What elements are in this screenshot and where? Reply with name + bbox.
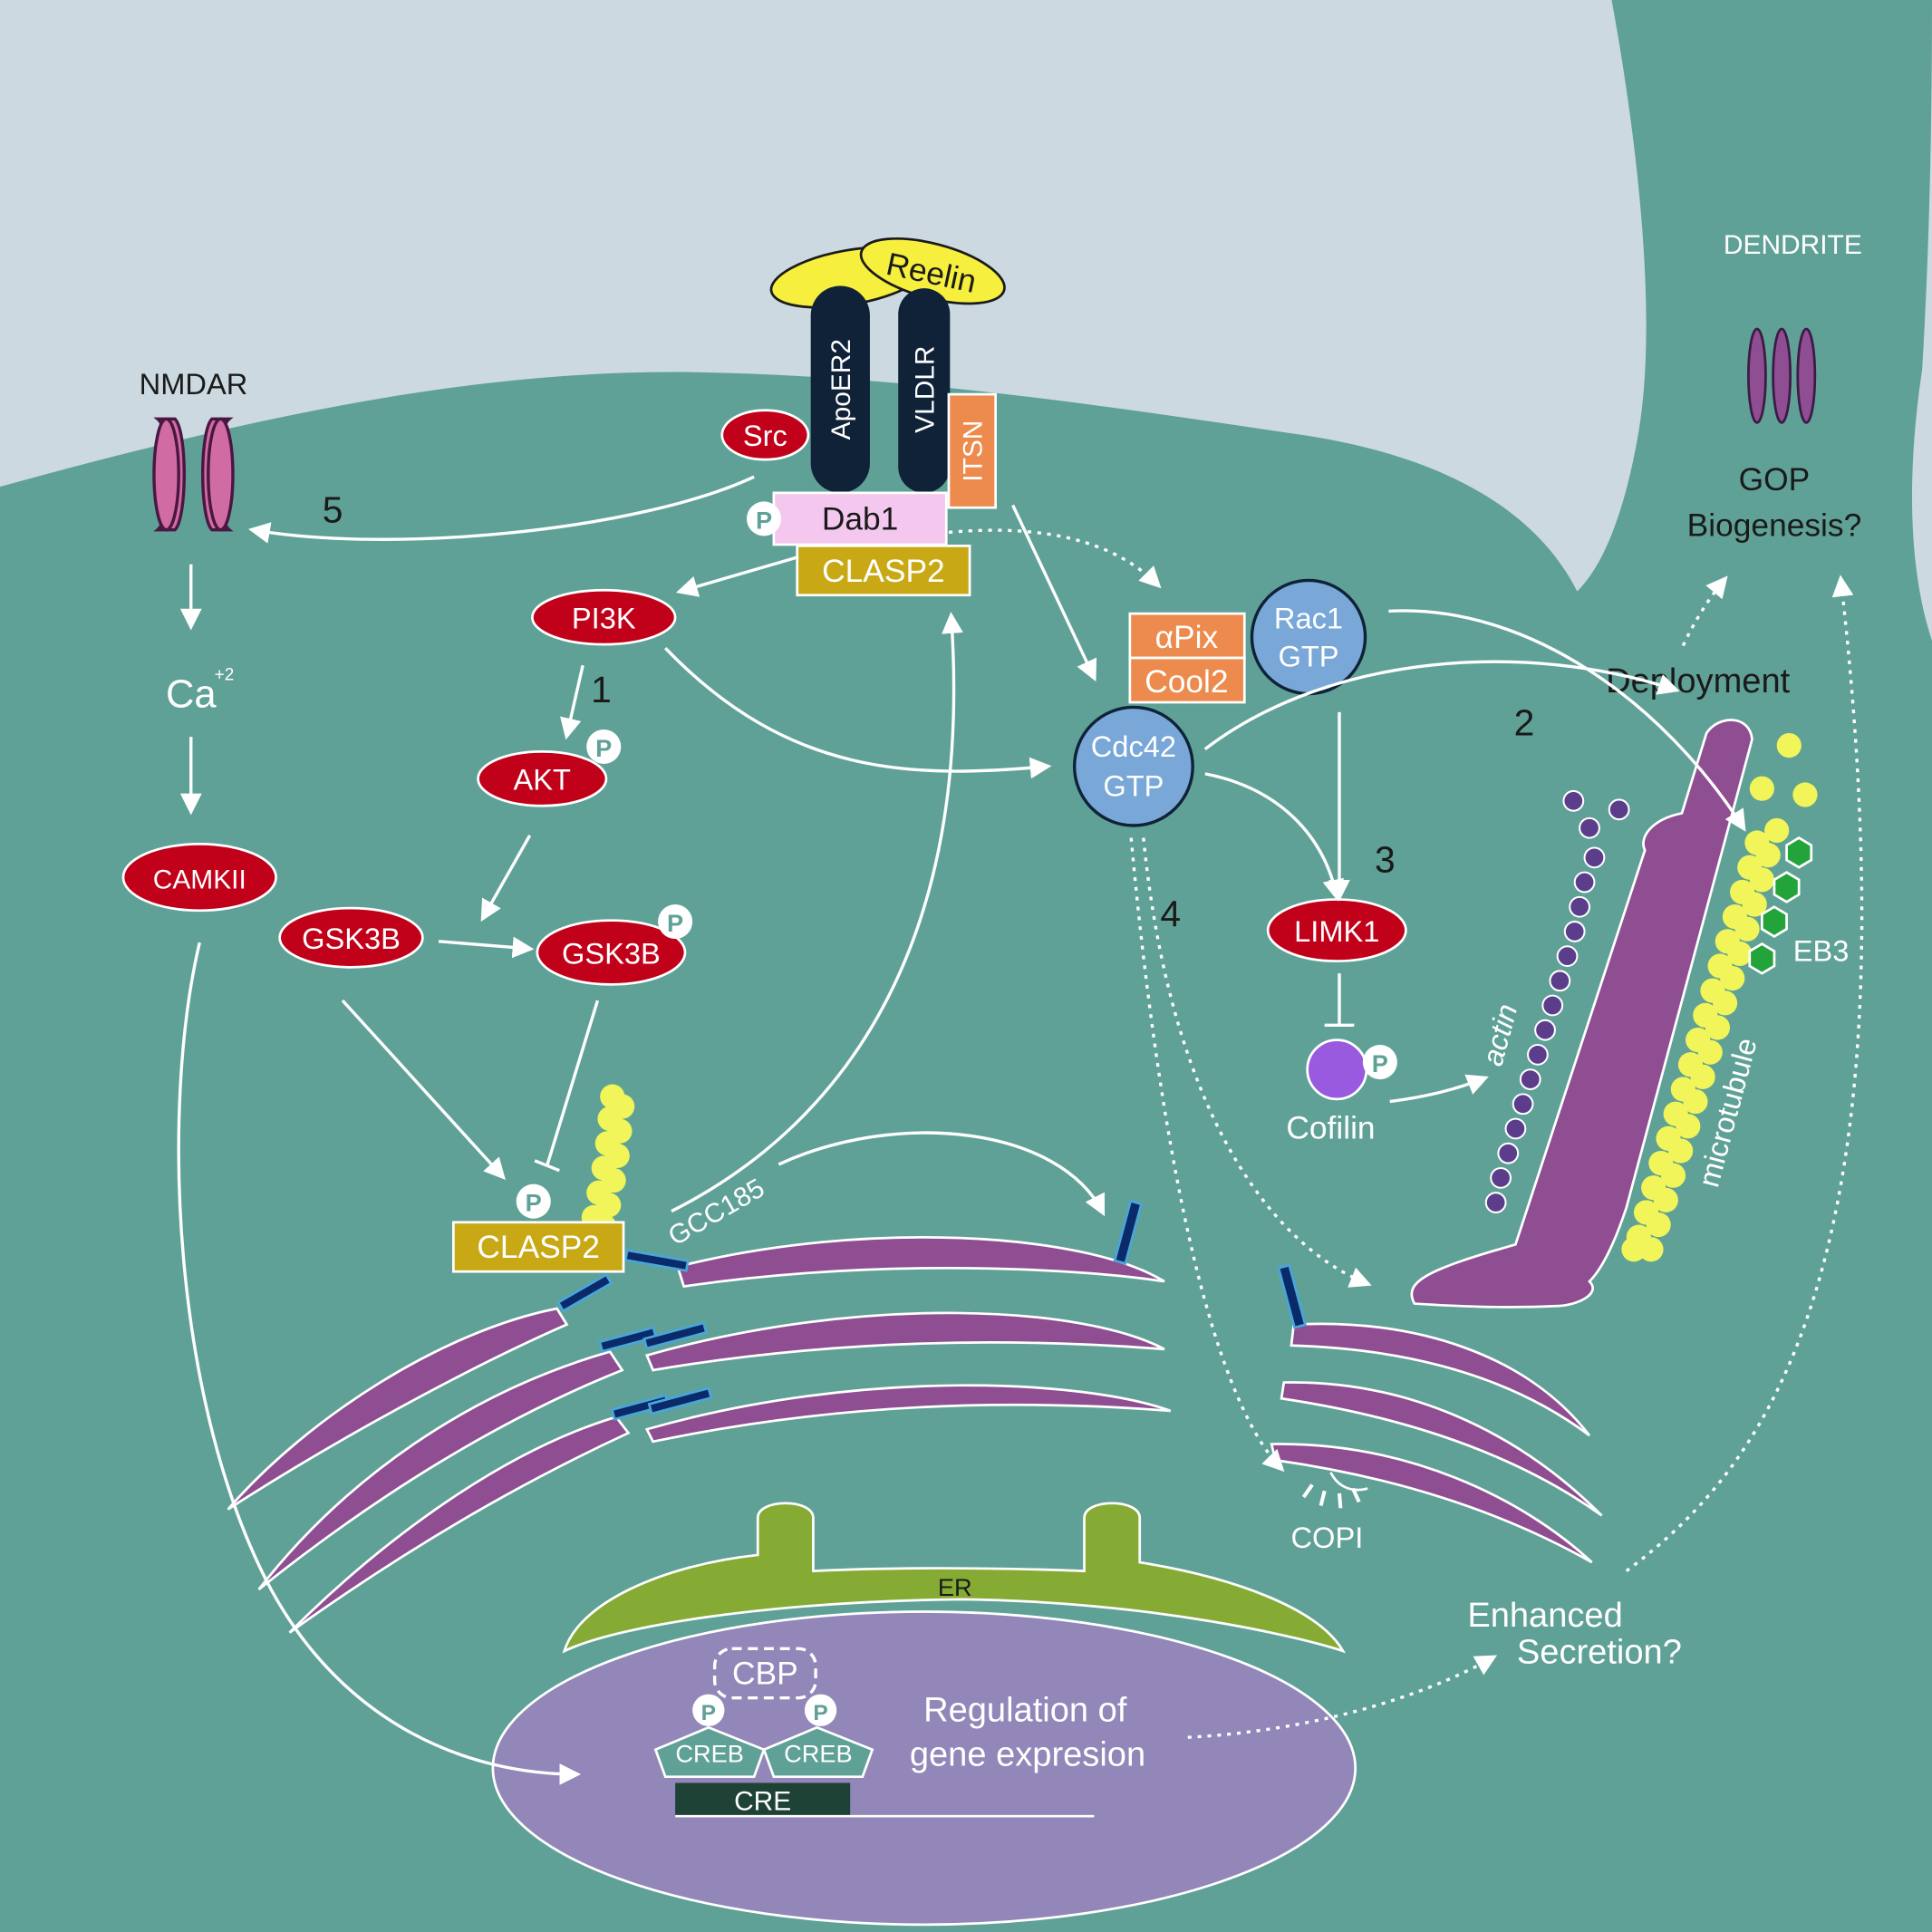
calcium-label: Ca xyxy=(166,672,217,716)
golgi-outpost xyxy=(1410,719,1753,1309)
cool2-label: Cool2 xyxy=(1145,664,1228,700)
gsk3b-label-1: GSK3B xyxy=(302,922,401,955)
cofilin-phospho-label: P xyxy=(1372,1049,1388,1077)
pi3k-label: PI3K xyxy=(572,601,636,634)
akt-protein xyxy=(477,750,608,807)
clasp2-top-box xyxy=(796,544,971,597)
pi3k-protein xyxy=(531,588,677,646)
creb-2-phospho-icon xyxy=(804,1694,837,1726)
dotted-arrows xyxy=(948,528,1864,1739)
dendrite-edge-right xyxy=(1911,0,1932,642)
camkii-protein xyxy=(121,843,277,913)
itsn-box xyxy=(947,392,997,509)
clasp2-phospho-label: P xyxy=(526,1189,542,1217)
actin-filament xyxy=(1484,789,1630,1213)
regulation-label-line1: Regulation of xyxy=(923,1691,1127,1729)
copi-label: COPI xyxy=(1291,1521,1364,1554)
cre-box xyxy=(675,1782,851,1818)
er-label: ER xyxy=(938,1573,972,1601)
copi-coat-icon xyxy=(1301,1483,1361,1509)
clasp2-bottom-label: CLASP2 xyxy=(477,1230,600,1265)
rac1-label-line1: Rac1 xyxy=(1274,601,1343,634)
akt-phospho-label: P xyxy=(595,734,612,762)
creb-1-phospho-icon xyxy=(692,1694,725,1726)
cbp-label: CBP xyxy=(732,1657,798,1692)
eb3-label: EB3 xyxy=(1793,934,1850,968)
clasp2-top-label: CLASP2 xyxy=(822,554,945,589)
cdc42-label-line2: GTP xyxy=(1103,768,1164,802)
cofilin-label: Cofilin xyxy=(1286,1110,1375,1145)
signaling-arrows xyxy=(177,475,1746,1785)
apix-label: αPix xyxy=(1155,620,1219,655)
camkii-label: CAMKII xyxy=(153,865,246,894)
cdc42-gtp xyxy=(1072,705,1194,827)
gsk3b-label-2: GSK3B xyxy=(562,936,661,970)
cdc42-label-line1: Cdc42 xyxy=(1091,729,1176,763)
dendrite-label: DENDRITE xyxy=(1724,230,1862,260)
itsn-label: ITSN xyxy=(959,420,989,482)
step-5-label: 5 xyxy=(323,489,343,531)
apix-box xyxy=(1128,612,1246,660)
nucleus xyxy=(491,1610,1357,1927)
nmdar-label: NMDAR xyxy=(140,367,248,401)
dab1-phospho-label: P xyxy=(756,506,772,534)
apoer2-receptor xyxy=(810,285,870,493)
gop-label: GOP xyxy=(1739,462,1811,497)
creb-2-phospho-label: P xyxy=(813,1701,827,1725)
cre-label: CRE xyxy=(734,1786,791,1816)
rac1-label-line2: GTP xyxy=(1278,640,1338,673)
cofilin-protein xyxy=(1306,1038,1368,1101)
creb-2-label: CREB xyxy=(784,1739,853,1767)
creb-1-phospho-label: P xyxy=(701,1701,716,1725)
deployment-label: Deployment xyxy=(1606,662,1791,700)
clasp2-phospho-icon xyxy=(516,1183,551,1219)
gsk3b-phospho-icon xyxy=(658,904,693,940)
gsk3b-protein-1 xyxy=(278,906,424,969)
step-4-label: 4 xyxy=(1160,893,1181,934)
gop-icon xyxy=(1747,327,1817,424)
vldlr-label: VLDLR xyxy=(911,345,941,432)
microtubule-long xyxy=(1621,733,1818,1262)
gsk3b-phospho-label: P xyxy=(667,909,683,937)
step-1-label: 1 xyxy=(591,669,612,710)
regulation-label-line2: gene expresion xyxy=(910,1735,1145,1773)
dab1-phospho-icon xyxy=(746,501,782,536)
gop-biogenesis-label: Biogenesis? xyxy=(1687,507,1862,543)
golgin-tethers xyxy=(556,1199,1308,1421)
clasp2-bottom-box xyxy=(452,1221,625,1273)
dab1-label: Dab1 xyxy=(822,502,899,537)
rac1-gtp xyxy=(1250,578,1367,696)
src-label: Src xyxy=(743,419,787,452)
enhanced-secretion-label-line2: Secretion? xyxy=(1517,1634,1682,1672)
apoer2-label: ApoER2 xyxy=(826,339,856,440)
akt-label: AKT xyxy=(514,763,572,797)
golgi-stack-left xyxy=(227,1236,1172,1634)
creb-1-shape xyxy=(653,1725,766,1779)
er-membrane xyxy=(562,1502,1347,1654)
cofilin-phospho-icon xyxy=(1362,1045,1397,1080)
calcium-charge-label: +2 xyxy=(215,666,235,685)
inhibition-lines xyxy=(534,973,1355,1173)
gsk3b-protein-2 xyxy=(536,919,687,986)
eb3-hexagons xyxy=(1748,836,1813,975)
step-3-label: 3 xyxy=(1375,839,1396,881)
src-protein xyxy=(720,409,810,461)
creb-1-label: CREB xyxy=(675,1739,744,1767)
dab1-box xyxy=(772,491,948,546)
vldlr-receptor xyxy=(898,288,951,493)
cool2-box xyxy=(1128,656,1246,704)
enhanced-secretion-label-line1: Enhanced xyxy=(1467,1597,1622,1635)
limk1-label: LIMK1 xyxy=(1294,914,1379,948)
nmdar-channel-icon xyxy=(152,417,235,532)
cbp-box xyxy=(712,1647,817,1700)
creb-2-shape xyxy=(762,1725,874,1779)
akt-phospho-icon xyxy=(586,729,622,765)
step-2-label: 2 xyxy=(1514,702,1535,744)
golgi-stack-right xyxy=(1270,1322,1603,1564)
